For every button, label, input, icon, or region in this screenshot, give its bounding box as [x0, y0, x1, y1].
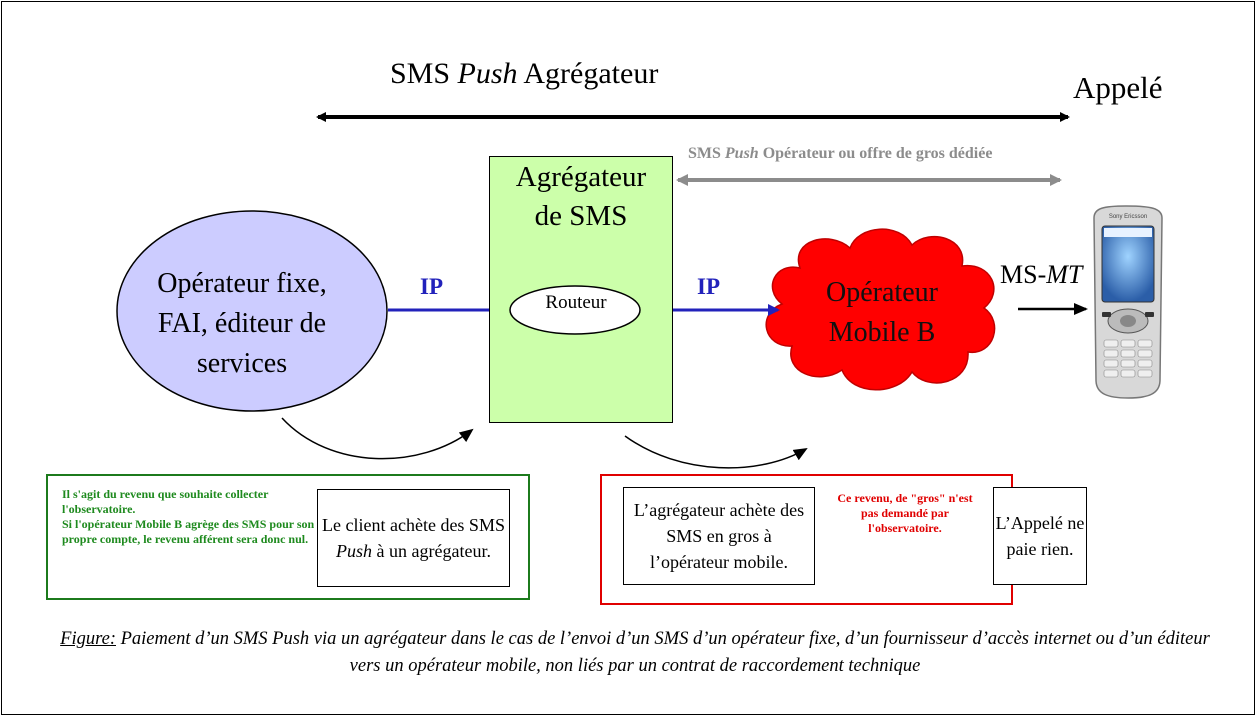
client-buys-text: Le client achète des SMS Push à un agrég… — [322, 515, 505, 561]
callee-text: L’Appelé ne paie rien. — [995, 513, 1085, 559]
mobile-operator-line2: Mobile B — [828, 317, 936, 348]
fixed-operator-line2: FAI, éditeur de — [157, 308, 327, 339]
aggregator-label-line2: de SMS — [534, 200, 628, 232]
router-label: Routeur — [545, 292, 607, 313]
mobile-phone-image: Sony Ericsson — [1093, 205, 1163, 399]
aggregator-label: Agrégateur de SMS — [489, 158, 673, 236]
fixed-operator-line1: Opérateur fixe, — [157, 268, 327, 299]
fixed-operator-ellipse — [116, 210, 388, 412]
wholesale-revenue-note: Ce revenu, de "gros" n'est pas demandé p… — [837, 491, 973, 535]
fixed-operator-line3: services — [196, 348, 288, 379]
client-buys-box: Le client achète des SMS Push à un agrég… — [317, 489, 510, 587]
aggregator-buys-text: L’agrégateur achète des SMS en gros à l’… — [633, 500, 805, 572]
diagram-title: SMS Push Agrégateur — [390, 57, 659, 90]
callee-box: L’Appelé ne paie rien. — [993, 487, 1087, 585]
router-shape — [509, 285, 641, 335]
mobile-operator-label: Opérateur Mobile B — [792, 273, 972, 353]
green-note-line1: Il s'agit du revenu que souhaite collect… — [62, 487, 269, 516]
observatory-revenue-note: Il s'agit du revenu que souhaite collect… — [62, 487, 317, 547]
green-note-line2: Si l'opérateur Mobile B agrège des SMS p… — [62, 517, 315, 546]
revenue-curve-arrow-1 — [281, 417, 474, 460]
figure-caption: Figure: Paiement d’un SMS Push via un ag… — [60, 626, 1210, 680]
ip-label-2: IP — [697, 274, 720, 299]
push-operator-label: SMS Push Opérateur ou offre de gros dédi… — [688, 145, 993, 162]
observatory-revenue-box — [46, 474, 530, 600]
aggregator-label-line1: Agrégateur — [515, 161, 647, 193]
phone-brand: Sony Ericsson — [1109, 214, 1147, 220]
fixed-operator-label: Opérateur fixe, FAI, éditeur de services — [122, 264, 362, 384]
caption-text: Paiement d’un SMS Push via un agrégateur… — [115, 629, 1210, 676]
caption-label: Figure: — [60, 629, 116, 649]
appele-label: Appelé — [1073, 70, 1163, 105]
sms-mt-label: MS-MT — [1000, 260, 1083, 289]
ip-label-1: IP — [420, 274, 443, 299]
revenue-curve-arrow-2 — [624, 435, 808, 469]
aggregator-buys-box: L’agrégateur achète des SMS en gros à l’… — [623, 487, 815, 585]
mobile-operator-cloud — [765, 228, 996, 391]
mobile-operator-line1: Opérateur — [826, 277, 938, 308]
